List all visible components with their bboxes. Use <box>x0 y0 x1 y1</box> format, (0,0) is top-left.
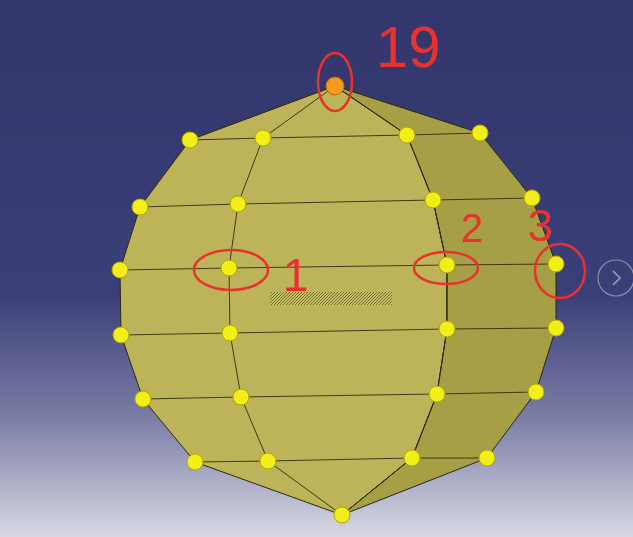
mesh-points <box>112 125 564 523</box>
next-button <box>598 260 633 296</box>
red-markup <box>194 53 585 298</box>
callout-number: 3 <box>528 204 552 248</box>
callout-number: 1 <box>283 252 309 298</box>
selected-point <box>326 77 344 95</box>
mesh-lines <box>120 86 556 515</box>
callout-number: 2 <box>461 208 483 248</box>
sphere-face <box>120 86 447 515</box>
callout-number: 19 <box>376 18 441 76</box>
